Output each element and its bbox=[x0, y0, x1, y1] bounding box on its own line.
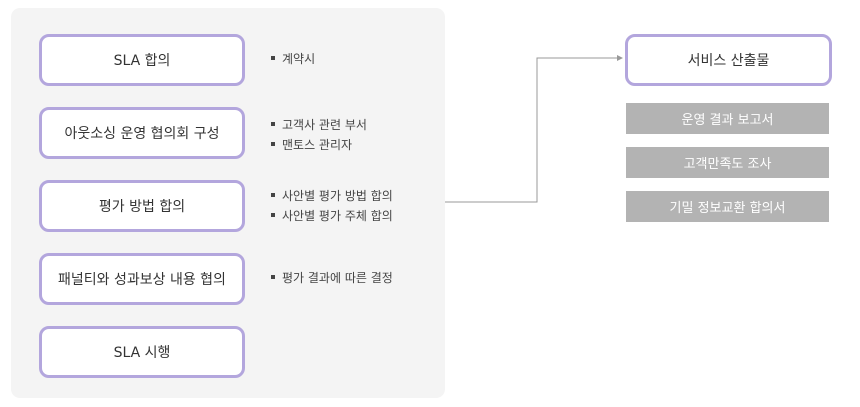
notes-committee: 고객사 관련 부서 맨토스 관리자 bbox=[271, 115, 367, 155]
step-committee: 아웃소싱 운영 협의회 구성 bbox=[39, 107, 245, 159]
note: 평가 결과에 따른 결정 bbox=[271, 268, 393, 288]
note: 고객사 관련 부서 bbox=[271, 115, 367, 135]
note: 사안별 평가 주체 합의 bbox=[271, 206, 393, 226]
note: 맨토스 관리자 bbox=[271, 135, 367, 155]
notes-sla-agreement: 계약시 bbox=[271, 49, 315, 69]
notes-penalty-reward: 평가 결과에 따른 결정 bbox=[271, 268, 393, 288]
output-item: 고객만족도 조사 bbox=[626, 147, 829, 178]
note: 사안별 평가 방법 합의 bbox=[271, 186, 393, 206]
step-evaluation-method: 평가 방법 합의 bbox=[39, 180, 245, 232]
step-sla-agreement: SLA 합의 bbox=[39, 34, 245, 86]
notes-evaluation-method: 사안별 평가 방법 합의 사안별 평가 주체 합의 bbox=[271, 186, 393, 226]
output-item: 기밀 정보교환 합의서 bbox=[626, 191, 829, 222]
output-title: 서비스 산출물 bbox=[625, 34, 832, 86]
output-item: 운영 결과 보고서 bbox=[626, 103, 829, 134]
note: 계약시 bbox=[271, 49, 315, 69]
step-sla-execution: SLA 시행 bbox=[39, 326, 245, 378]
step-penalty-reward: 패널티와 성과보상 내용 협의 bbox=[39, 253, 245, 305]
